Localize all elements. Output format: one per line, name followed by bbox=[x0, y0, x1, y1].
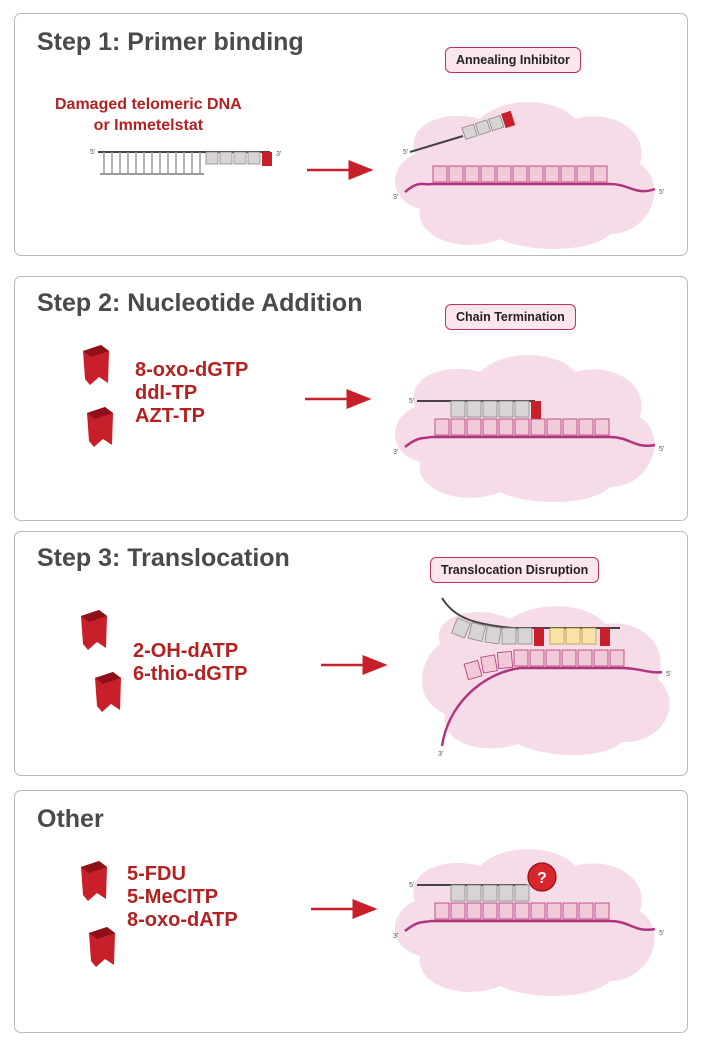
five-prime-label: 5' bbox=[409, 882, 414, 889]
nucleotide-analog-icon bbox=[79, 861, 109, 901]
agent-line: 5-FDU bbox=[127, 863, 186, 885]
five-prime-label: 5' bbox=[666, 671, 671, 678]
agent-line: AZT-TP bbox=[135, 405, 205, 427]
agent-line: ddI-TP bbox=[135, 382, 198, 404]
duplex-dna-diagram: 5' 3' bbox=[90, 149, 281, 175]
nucleotide-analog-icon bbox=[85, 407, 115, 447]
five-prime-label: 5' bbox=[409, 398, 414, 405]
agent-list: 8-oxo-dGTP ddI-TP AZT-TP bbox=[135, 359, 248, 428]
three-prime-label: 3' bbox=[393, 933, 398, 940]
unknown-mechanism-marker: ? bbox=[527, 862, 557, 892]
nucleotide-analog-icon bbox=[93, 672, 123, 712]
nucleotide-analog-icon bbox=[87, 927, 117, 967]
reaction-arrow bbox=[307, 160, 374, 180]
question-mark: ? bbox=[537, 870, 547, 887]
agent-line: 2-OH-dATP bbox=[133, 640, 239, 662]
five-prime-label: 5' bbox=[659, 930, 664, 937]
panel-title: Step 1: Primer binding bbox=[37, 28, 304, 56]
telomerase-complex: 5' 3' 5' bbox=[393, 355, 664, 502]
agent-list: 2-OH-dATP 6-thio-dGTP bbox=[133, 640, 247, 686]
reaction-arrow bbox=[311, 899, 378, 919]
panel-step2: Step 2: Nucleotide Addition Chain Termin… bbox=[14, 276, 688, 521]
three-prime-label: 3' bbox=[393, 194, 398, 201]
panel-step1: Step 1: Primer binding Annealing Inhibit… bbox=[14, 13, 688, 256]
mechanism-badge: Annealing Inhibitor bbox=[445, 47, 581, 73]
panel-title: Other bbox=[37, 805, 104, 833]
three-prime-label: 3' bbox=[438, 751, 443, 758]
agent-list: Damaged telomeric DNA or Immetelstat bbox=[55, 94, 242, 136]
nucleotide-analog-icon bbox=[81, 345, 111, 385]
telomerase-complex: 5' ? 3' 5' bbox=[393, 849, 664, 996]
three-prime-label: 3' bbox=[276, 151, 281, 158]
agent-line: 5-MeCITP bbox=[127, 886, 219, 908]
mechanism-badge: Translocation Disruption bbox=[430, 557, 600, 583]
telomerase-complex: 3' 5' bbox=[421, 597, 671, 758]
panel-title: Step 2: Nucleotide Addition bbox=[37, 289, 363, 317]
telomerase-complex: 5' 3' 5' bbox=[393, 102, 664, 249]
agent-list: 5-FDU 5-MeCITP 8-oxo-dATP bbox=[127, 863, 238, 932]
five-prime-label: 5' bbox=[659, 189, 664, 196]
five-prime-label: 5' bbox=[403, 149, 408, 156]
mechanism-badge: Chain Termination bbox=[445, 304, 576, 330]
reaction-arrow bbox=[321, 655, 388, 675]
agent-line: 8-oxo-dGTP bbox=[135, 359, 249, 381]
agent-line: 6-thio-dGTP bbox=[133, 663, 248, 685]
agent-line: or Immetelstat bbox=[93, 117, 204, 134]
panel-title: Step 3: Translocation bbox=[37, 544, 290, 572]
nucleotide-analog-icon bbox=[79, 610, 109, 650]
agent-line: 8-oxo-dATP bbox=[127, 909, 238, 931]
five-prime-label: 5' bbox=[90, 149, 95, 156]
panel-other: Other 5-FDU 5-MeCITP 8-oxo-dATP 5' ? 3' … bbox=[14, 790, 688, 1033]
reaction-arrow bbox=[305, 389, 372, 409]
panel-step3: Step 3: Translocation Translocation Disr… bbox=[14, 531, 688, 776]
three-prime-label: 3' bbox=[393, 449, 398, 456]
agent-line: Damaged telomeric DNA bbox=[55, 96, 242, 113]
five-prime-label: 5' bbox=[659, 446, 664, 453]
